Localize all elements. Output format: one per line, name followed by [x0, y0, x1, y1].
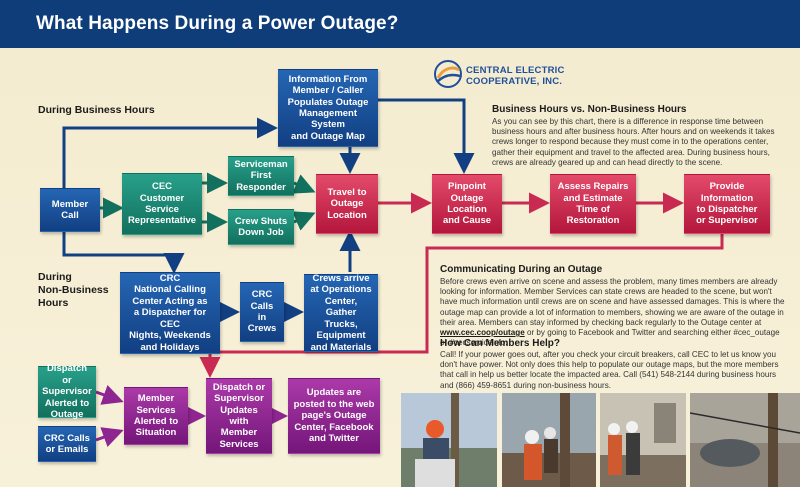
arrow-crew-to-travel [292, 211, 316, 231]
box-crc-national-calling: CRC National Calling Center Acting as a … [120, 272, 220, 354]
label-non-business-hours: During Non-Business Hours [38, 271, 109, 309]
photo-lineman-bucket [401, 393, 497, 487]
arrow-member-to-info [62, 117, 278, 188]
cec-logo-text: CENTRAL ELECTRIC COOPERATIVE, INC. [466, 65, 565, 87]
text-business-vs-non: As you can see by this chart, there is a… [492, 117, 775, 167]
photo-lineman-bucket-image [401, 393, 497, 487]
arrow-provide-to-dispatch [199, 232, 724, 378]
box-assess-repairs: Assess Repairs and Estimate Time of Rest… [550, 174, 636, 234]
box-crc-calls-or-emails: CRC Calls or Emails [38, 426, 96, 462]
label-business-hours: During Business Hours [38, 104, 155, 116]
outage-center-link[interactable]: www.cec.coop/outage [440, 328, 525, 338]
page-title: What Happens During a Power Outage? [36, 13, 399, 34]
box-member-call: Member Call [40, 188, 100, 232]
title-bar: What Happens During a Power Outage? [0, 0, 800, 48]
text-how-can-members-help: Call! If your power goes out, after you … [440, 350, 779, 390]
box-crc-calls-in-crews: CRC Calls in Crews [240, 282, 284, 342]
photo-crew-at-pole-image [502, 393, 596, 487]
photo-crew-meeting [600, 393, 686, 487]
photo-downed-line [690, 393, 800, 487]
arrow-alerted-to-services [95, 385, 124, 405]
arrow-info-to-pinpoint [378, 98, 475, 174]
heading-communicating: Communicating During an Outage [440, 264, 603, 275]
box-dispatch-updates: Dispatch or Supervisor Updates with Memb… [206, 378, 272, 454]
box-cec-customer-service: CEC Customer Service Representative [122, 173, 202, 235]
box-updates-posted: Updates are posted to the web page's Out… [288, 378, 380, 454]
cec-logo-icon [434, 60, 462, 88]
arrow-serviceman-to-travel [292, 174, 316, 194]
box-serviceman-first-responder: Serviceman First Responder [228, 156, 294, 196]
box-travel-to-outage: Travel to Outage Location [316, 174, 378, 234]
box-info-from-member: Information From Member / Caller Populat… [278, 69, 378, 147]
box-provide-information: Provide Information to Dispatcher or Sup… [684, 174, 770, 234]
box-pinpoint-outage: Pinpoint Outage Location and Cause [432, 174, 502, 234]
box-member-services-alerted: Member Services Alerted to Situation [124, 387, 188, 445]
arrow-member-to-crc [62, 232, 185, 274]
box-crews-arrive: Crews arrive at Operations Center, Gathe… [304, 273, 378, 353]
cec-logo [433, 58, 583, 94]
photo-downed-line-image [690, 393, 800, 487]
heading-business-vs-non: Business Hours vs. Non-Business Hours [492, 104, 687, 115]
box-crew-shuts-down-job: Crew Shuts Down Job [228, 209, 294, 245]
box-dispatch-alerted: Dispatch or Supervisor Alerted to Outage [38, 363, 96, 420]
arrow-emails-to-services [95, 427, 124, 447]
photo-crew-meeting-image [600, 393, 686, 487]
photo-crew-at-pole [502, 393, 596, 487]
text-communicating: Before crews even arrive on scene and as… [440, 277, 785, 348]
heading-how-can-members-help: How Can Members Help? [440, 338, 561, 349]
